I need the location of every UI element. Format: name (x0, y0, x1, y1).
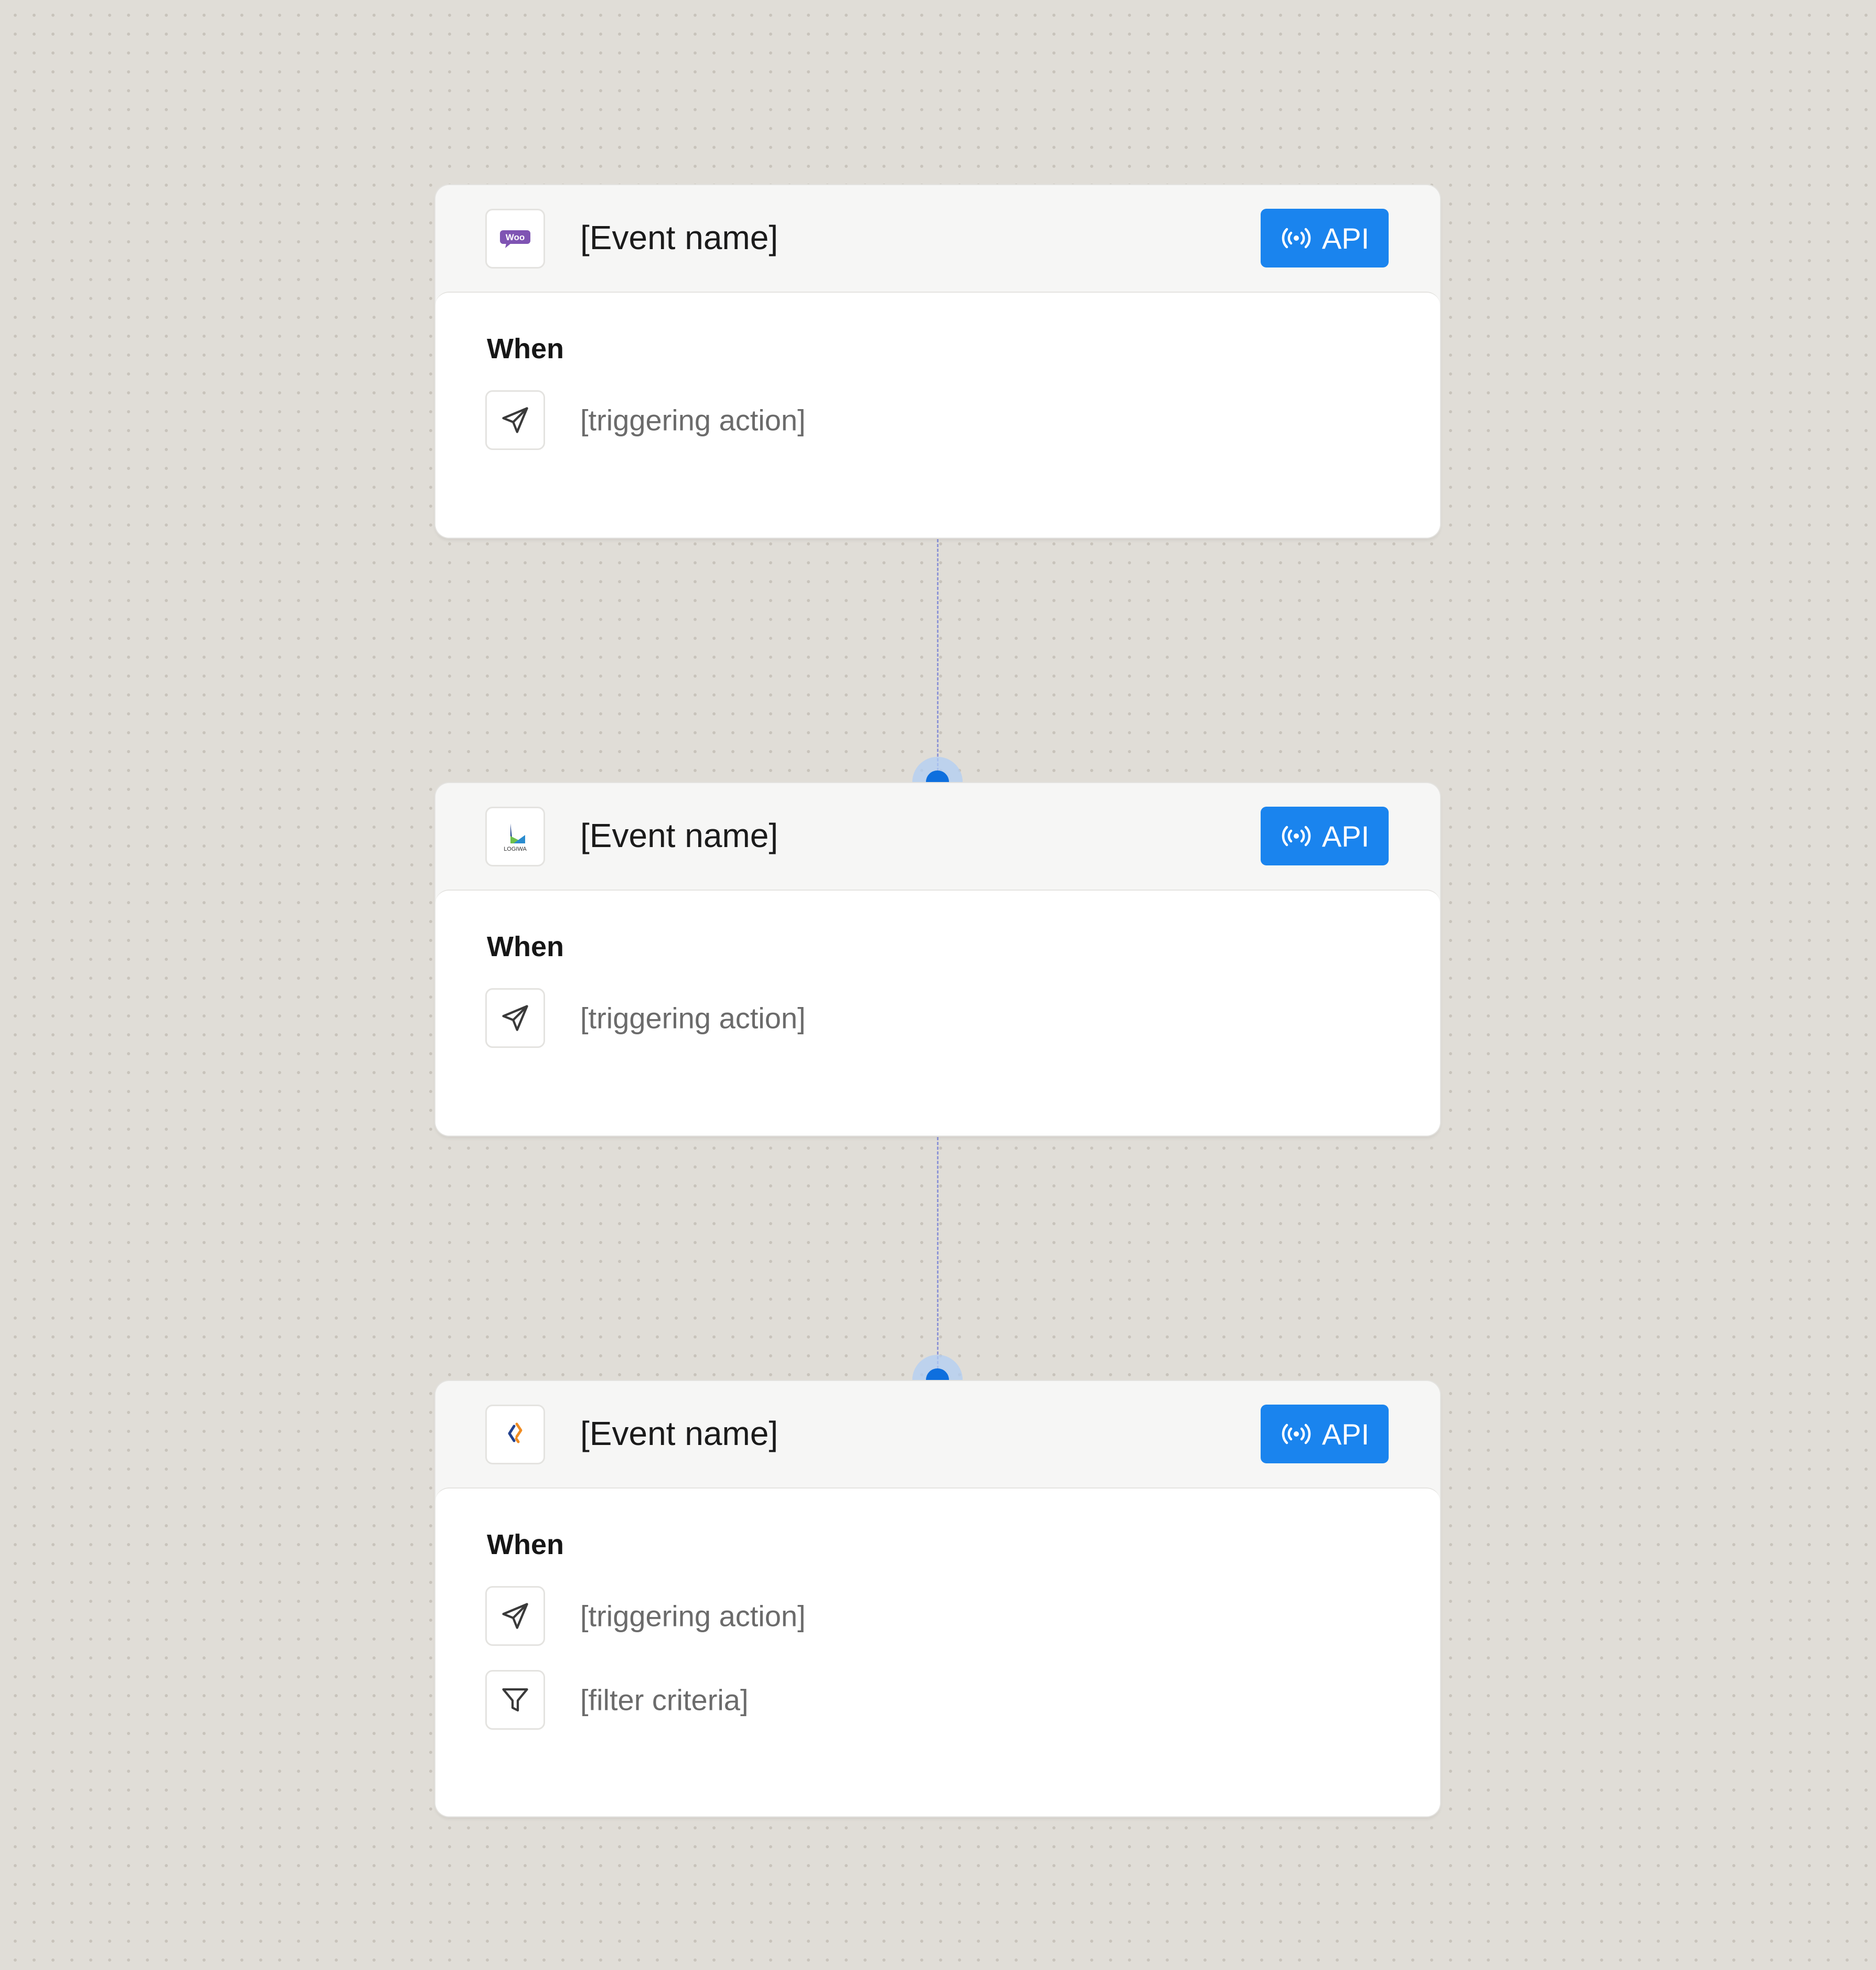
event-title: [Event name] (580, 817, 779, 854)
broadcast-icon (1282, 826, 1311, 847)
api-badge-label: API (1321, 1417, 1370, 1451)
logiwa-logo-icon: LOGIWA (485, 807, 545, 866)
api-badge[interactable]: API (1261, 807, 1389, 865)
event-step-3[interactable]: [Event name] API When [triggering action… (435, 1381, 1440, 1816)
connector-line-2 (937, 1137, 939, 1378)
api-badge[interactable]: API (1261, 1405, 1389, 1463)
event-step-body: When [triggering action] (435, 292, 1440, 538)
integration-logo-icon (485, 1405, 545, 1464)
connector-line-1 (937, 539, 939, 780)
api-badge[interactable]: API (1261, 209, 1389, 267)
when-label: When (487, 1529, 564, 1560)
trigger-condition-text: [triggering action] (580, 1599, 806, 1633)
event-step-1[interactable]: Woo [Event name] API When [triggering ac… (435, 185, 1440, 538)
event-step-body: When [triggering action] (435, 890, 1440, 1136)
logiwa-logo-text: LOGIWA (504, 846, 527, 852)
when-label: When (487, 333, 564, 365)
trigger-condition-text: [triggering action] (580, 1001, 806, 1035)
broadcast-icon (1282, 1423, 1311, 1444)
send-icon (485, 988, 545, 1048)
filter-condition-text: [filter criteria] (580, 1683, 749, 1717)
trigger-condition-text: [triggering action] (580, 403, 806, 437)
send-icon (485, 1586, 545, 1646)
send-icon (485, 390, 545, 450)
filter-icon (485, 1670, 545, 1730)
api-badge-label: API (1321, 819, 1370, 853)
woocommerce-logo-text: Woo (506, 232, 525, 242)
api-badge-label: API (1321, 221, 1370, 255)
broadcast-icon (1282, 228, 1311, 249)
event-title: [Event name] (580, 1415, 779, 1452)
event-step-body: When [triggering action] [filter criteri… (435, 1487, 1440, 1816)
when-label: When (487, 931, 564, 962)
event-step-header: LOGIWA [Event name] API (435, 783, 1440, 891)
event-title: [Event name] (580, 219, 779, 256)
woocommerce-logo-icon: Woo (485, 209, 545, 269)
event-step-2[interactable]: LOGIWA [Event name] API When [triggering… (435, 783, 1440, 1136)
event-step-header: Woo [Event name] API (435, 185, 1440, 293)
event-step-header: [Event name] API (435, 1381, 1440, 1489)
